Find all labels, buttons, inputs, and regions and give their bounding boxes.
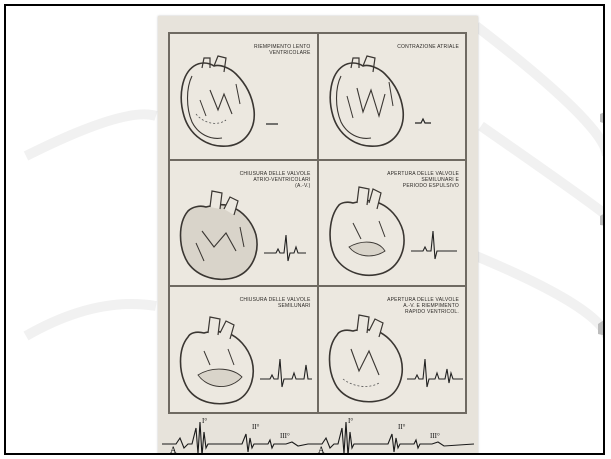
phono-label-ii: II°	[398, 423, 406, 431]
heart-illustration	[174, 187, 266, 285]
heart-illustration	[323, 54, 415, 152]
panel-av-valve-closure: CHIUSURA DELLE VALVOLE ATRIO-VENTRICOLAR…	[169, 160, 318, 287]
ecg-trace	[409, 227, 459, 263]
cardiac-cycle-panel-grid: RIEMPIMENTO LENTO VENTRICOLARE CONTRAZIO…	[168, 32, 467, 414]
panel-atrial-contraction: CONTRAZIONE ATRIALE	[318, 33, 467, 160]
panel-slow-ventricular-filling: RIEMPIMENTO LENTO VENTRICOLARE	[169, 33, 318, 160]
phono-label-i: I°	[348, 417, 353, 425]
panel-semilunar-valve-closure: CHIUSURA DELLE VALVOLE SEMILUNARI	[169, 286, 318, 413]
heart-illustration	[323, 185, 415, 283]
heart-illustration	[323, 313, 415, 411]
phono-label-a: A	[318, 445, 325, 455]
panel-semilunar-opening-ejection: APERTURA DELLE VALVOLE SEMILUNARI E PERI…	[318, 160, 467, 287]
phonocardiogram-strip: A I° II° III° A I° II° III°	[162, 414, 474, 455]
phono-label-a: A	[170, 445, 177, 455]
phono-label-ii: II°	[252, 423, 260, 431]
ecg-trace	[405, 355, 465, 391]
heart-illustration	[174, 315, 266, 413]
phono-label-iii: III°	[430, 432, 440, 440]
panel-av-opening-rapid-filling: APERTURA DELLE VALVOLE A.-V. E RIEMPIMEN…	[318, 286, 467, 413]
textbook-page-scan: RIEMPIMENTO LENTO VENTRICOLARE CONTRAZIO…	[158, 16, 478, 455]
ecg-trace	[262, 231, 308, 265]
phono-label-iii: III°	[280, 432, 290, 440]
ecg-trace	[258, 355, 314, 391]
ecg-trace	[413, 112, 453, 132]
heart-illustration	[174, 54, 266, 152]
panel-caption: CHIUSURA DELLE VALVOLE SEMILUNARI	[225, 297, 311, 309]
ecg-trace	[264, 114, 304, 134]
panel-caption: CONTRAZIONE ATRIALE	[373, 44, 459, 50]
slide-frame: RIEMPIMENTO LENTO VENTRICOLARE CONTRAZIO…	[4, 4, 605, 455]
phono-label-i: I°	[202, 417, 207, 425]
